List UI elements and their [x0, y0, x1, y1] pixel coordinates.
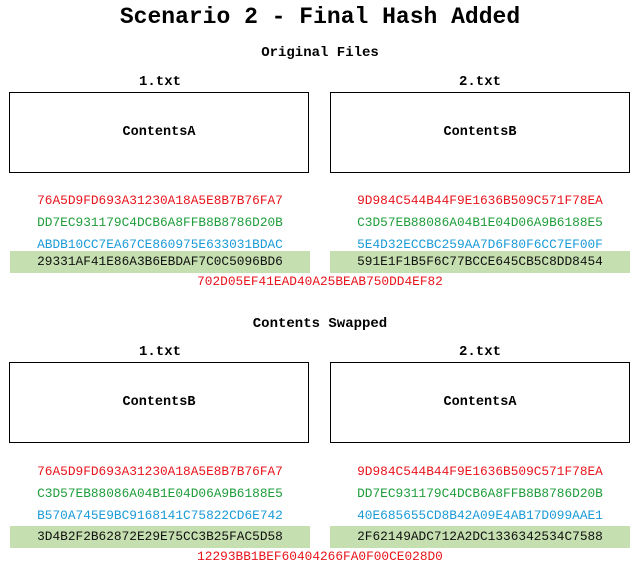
- file-box: ContentsA: [330, 362, 630, 443]
- file-box: ContentsB: [9, 362, 309, 443]
- file-contents: ContentsB: [443, 125, 517, 140]
- final-hash: 702D05EF41EAD40A25BEAB750DD4EF82: [197, 274, 443, 289]
- highlighted-hash-line: 2F62149ADC712A2DC1336342534C7588: [330, 526, 630, 548]
- hash-line: 40E685655CD8B42A09E4AB17D099AAE1: [357, 508, 603, 523]
- hash-line: ABDB10CC7EA67CE860975E633031BDAC: [37, 237, 283, 252]
- hash-line: 9D984C544B44F9E1636B509C571F78EA: [357, 193, 603, 208]
- final-hash: 12293BB1BEF60404266FA0F00CE028D0: [197, 549, 443, 564]
- file-box: ContentsB: [330, 92, 630, 173]
- file-contents: ContentsA: [443, 395, 517, 410]
- file-box: ContentsA: [9, 92, 309, 173]
- section-heading: Contents Swapped: [252, 316, 388, 332]
- hash-line: DD7EC931179C4DCB6A8FFB8B8786D20B: [37, 215, 283, 230]
- hash-line: DD7EC931179C4DCB6A8FFB8B8786D20B: [357, 486, 603, 501]
- hash-line: 76A5D9FD693A31230A18A5E8B7B76FA7: [37, 193, 283, 208]
- hash-line: 5E4D32ECCBC259AA7D6F80F6CC7EF00F: [357, 237, 603, 252]
- highlighted-hash-line: 29331AF41E86A3B6EBDAF7C0C5096BD6: [10, 251, 310, 273]
- file-contents: ContentsA: [122, 125, 196, 140]
- file-label: 2.txt: [458, 344, 501, 360]
- hash-line: B570A745E9BC9168141C75822CD6E742: [37, 508, 283, 523]
- file-label: 1.txt: [138, 344, 181, 360]
- diagram-title: Scenario 2 - Final Hash Added: [119, 4, 521, 30]
- hash-line: C3D57EB88086A04B1E04D06A9B6188E5: [37, 486, 283, 501]
- file-label: 1.txt: [138, 74, 181, 90]
- hash-line: 76A5D9FD693A31230A18A5E8B7B76FA7: [37, 464, 283, 479]
- file-contents: ContentsB: [122, 395, 196, 410]
- section-heading: Original Files: [261, 45, 379, 61]
- file-label: 2.txt: [458, 74, 501, 90]
- highlighted-hash-line: 3D4B2F2B62872E29E75CC3B25FAC5D58: [10, 526, 310, 548]
- highlighted-hash-line: 591E1F1B5F6C77BCCE645CB5C8DD8454: [330, 251, 630, 273]
- hash-line: C3D57EB88086A04B1E04D06A9B6188E5: [357, 215, 603, 230]
- hash-line: 9D984C544B44F9E1636B509C571F78EA: [357, 464, 603, 479]
